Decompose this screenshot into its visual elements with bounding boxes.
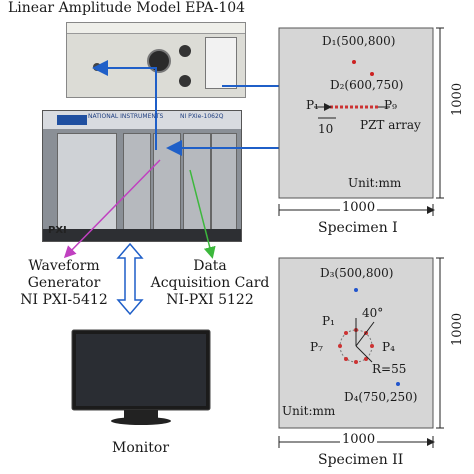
specimen1-height-label: 1000 [450, 82, 465, 116]
chassis-module [183, 133, 211, 235]
specimen1-d1-label: D₁(500,800) [322, 34, 396, 48]
monitor-label: Monitor [112, 440, 170, 456]
waveform-generator-label-line2: Generator [27, 275, 101, 291]
chassis-model-label: NI PXIe-1062Q [180, 113, 224, 120]
specimen2-name: Specimen II [318, 452, 404, 468]
data-acquisition-label-line3: NI-PXI 5122 [166, 292, 254, 308]
monitor [71, 329, 211, 425]
data-acquisition-label-line2: Acquisition Card [150, 275, 270, 291]
specimen1-array-label: PZT array [360, 118, 421, 132]
chassis-controller [57, 133, 117, 235]
amplifier-knob [179, 45, 191, 57]
damage-point-d1 [352, 60, 356, 64]
specimen2-angle-label: 40° [362, 306, 384, 320]
specimen2-radius-label: R=55 [372, 362, 407, 376]
data-acquisition-pointer [189, 169, 216, 259]
specimen2-p4-label: P₄ [382, 340, 395, 354]
data-acquisition-label-line1: Data [193, 258, 227, 274]
waveform-generator-label-line3: NI PXI-5412 [20, 292, 108, 308]
amplifier-title: Linear Amplitude Model EPA-104 [8, 0, 246, 16]
amplifier-connector-panel [205, 37, 237, 89]
specimen1-plate [278, 27, 434, 199]
damage-point-d3 [354, 288, 358, 292]
amplifier-knob [147, 49, 171, 73]
chassis-brand-label: NATIONAL INSTRUMENTS [88, 113, 164, 120]
specimen2-d3-label: D₃(500,800) [320, 266, 394, 280]
specimen2-width-label: 1000 [340, 432, 378, 447]
pxi-chassis [42, 110, 242, 242]
specimen2-d4-label: D₄(750,250) [344, 390, 418, 404]
damage-point-d4 [396, 382, 400, 386]
waveform-generator-label: Waveform Generator NI PXI-5412 [4, 258, 124, 309]
specimen1-width-label: 1000 [340, 200, 378, 215]
specimen1-p1-label: P₁ [306, 98, 319, 112]
chassis-monitor-double-arrow [116, 242, 144, 316]
chassis-slot-label: PXI [48, 225, 67, 236]
pzt-circular-array [338, 318, 375, 364]
chassis-logo [57, 115, 87, 125]
waveform-generator-pointer [63, 159, 161, 259]
damage-point-d2 [370, 72, 374, 76]
chassis-top-bar [43, 111, 241, 129]
specimen1-unit-label: Unit:mm [348, 176, 402, 190]
specimen1-d2-label: D₂(600,750) [330, 78, 404, 92]
chassis-bottom [43, 229, 241, 241]
amplifier-knob [179, 75, 191, 87]
specimen1-spacing-label: 10 [318, 122, 334, 136]
data-acquisition-label: Data Acquisition Card NI-PXI 5122 [146, 258, 274, 309]
signal-line-to-amplifier [92, 60, 157, 150]
specimen2-p1-label: P₁ [322, 314, 335, 328]
amplifier-top-panel [67, 23, 245, 34]
waveform-generator-label-line1: Waveform [28, 258, 100, 274]
specimen2-height-label: 1000 [450, 312, 465, 346]
specimen2-p7-label: P₇ [310, 340, 323, 354]
chassis-module [211, 133, 237, 235]
specimen2-unit-label: Unit:mm [282, 404, 336, 418]
specimen1-p9-label: P₉ [384, 98, 397, 112]
specimen1-name: Specimen I [318, 220, 398, 236]
